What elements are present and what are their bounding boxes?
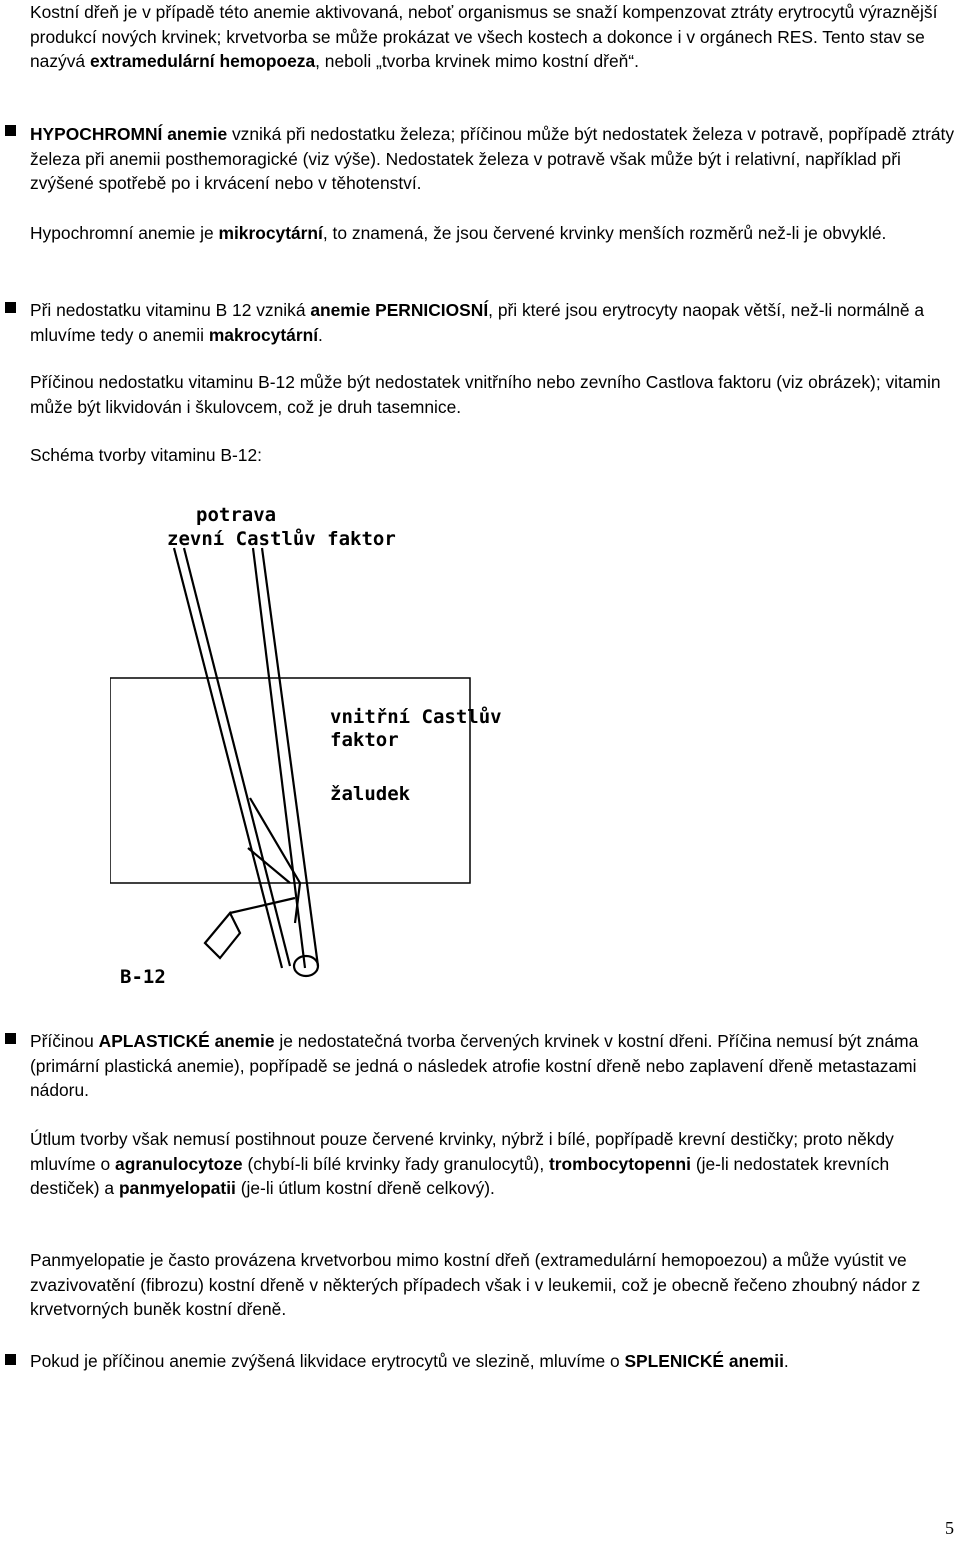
tube-inner-right [251,547,307,969]
term-pernicious: anemie PERNICIOSNÍ [310,300,489,320]
term-microcytic: mikrocytární [218,223,323,243]
term-panmyelopathy: panmyelopatii [118,1178,236,1198]
paragraph-panmyelopathy: Panmyelopatie je často provázena krvetvo… [30,1250,921,1319]
paragraph-scheme-title: Schéma tvorby vitaminu B-12: [30,445,262,465]
paragraph-splenic: Pokud je příčinou anemie zvýšená likvida… [30,1351,789,1371]
bullet-square [5,1354,16,1365]
paragraph-microcytic: Hypochromní anemie je mikrocytární, to z… [30,223,887,243]
arrow-shaft [229,896,296,915]
term-thrombocytopenia: trombocytopenni [548,1153,692,1174]
label-faktor: faktor [330,729,399,751]
paragraph-hypochromic: HYPOCHROMNÍ anemie vzniká při nedostatku… [30,124,955,193]
paragraph-b12-cause: Příčinou nedostatku vitaminu B-12 může b… [30,372,941,417]
arrow-head [203,911,242,960]
bullet-square [5,125,16,136]
b12-scheme-figure: potrava zevní Castlův faktor vnitřní Cas… [110,504,502,988]
pointer-line [249,797,302,924]
label-potrava: potrava [196,504,276,526]
tube-outer-left [172,547,284,969]
paragraph-compensation: Kostní dřeň je v případě této anemie akt… [30,2,938,71]
label-b12: B-12 [120,966,166,988]
pointer-line [247,847,291,884]
term-extramedullary: extramedulární hemopoeza [89,51,316,71]
tube-outer-right [260,547,320,967]
tube-opening [292,954,320,978]
label-zevni-castluv-faktor: zevní Castlův faktor [167,526,396,550]
bullet-square [5,1033,16,1044]
label-vnitrni-castluv: vnitřní Castlův [330,704,502,728]
paragraph-suppression: Útlum tvorby však nemusí postihnout pouz… [30,1129,894,1198]
term-hypochromic: HYPOCHROMNÍ anemie [30,124,228,144]
tube-inner-left [182,547,292,967]
paragraph-pernicious: Při nedostatku vitaminu B 12 vzniká anem… [30,300,925,345]
page-number: 5 [945,1518,954,1538]
label-zaludek: žaludek [330,783,411,805]
term-agranulocytosis: agranulocytoze [115,1153,243,1174]
paragraph-aplastic: Příčinou APLASTICKÉ anemie je nedostateč… [30,1031,919,1100]
bullet-square [5,302,16,313]
term-macrocytic: makrocytární [208,324,319,345]
term-splenic: SPLENICKÉ anemii [624,1351,784,1371]
term-aplastic: APLASTICKÉ anemie [98,1031,275,1051]
